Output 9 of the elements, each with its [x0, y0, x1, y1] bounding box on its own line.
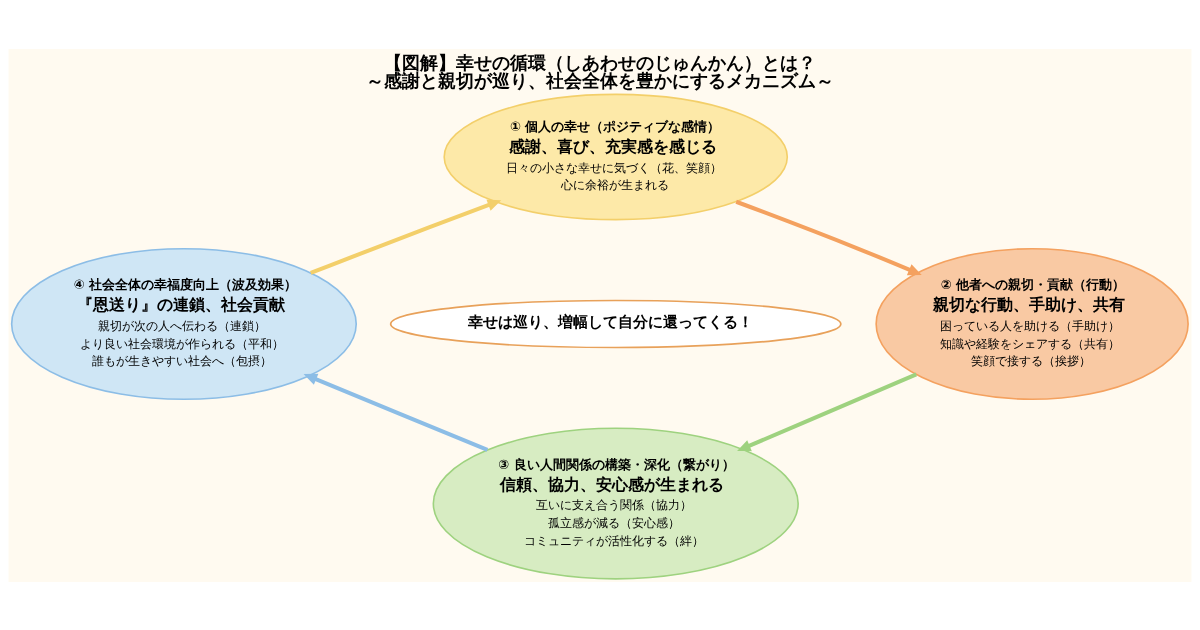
- node-ellipse: ② 他者への親切・貢献（行動） 親切な行動、手助け、共有 困っている人を助ける（手助け） 知識や経験をシェアする（共有） 笑顔で接する（挨拶）: [875, 247, 1189, 400]
- node-ellipse: ③ 良い人間関係の構築・深化（繋がり） 信頼、協力、安心感が生まれる 互いに支え合う関係（協力） 孤立感が減る（安心感） コミュニティが活性化する（絆）: [432, 426, 799, 580]
- arrow: [735, 199, 922, 275]
- arrow: [737, 372, 918, 451]
- node-ellipse: ④ 社会全体の幸福度向上（波及効果） 『恩送り』の連鎖、社会貢献 親切が次の人へ伝わる（連鎖） より良い社会環境が作られる（平和） 誰もが生きやすい社会へ（包摂）: [10, 247, 358, 400]
- arrow: [310, 199, 502, 275]
- node-ellipse: 幸せは巡り、増幅して自分に還ってくる！: [389, 299, 842, 348]
- node-ellipse: ① 個人の幸せ（ポジティブな感情） 感謝、喜び、充実感を感じる 日々の小さな幸せに気づく（花、笑顔） 心に余裕が生まれる: [443, 93, 789, 220]
- arrow: [303, 373, 489, 452]
